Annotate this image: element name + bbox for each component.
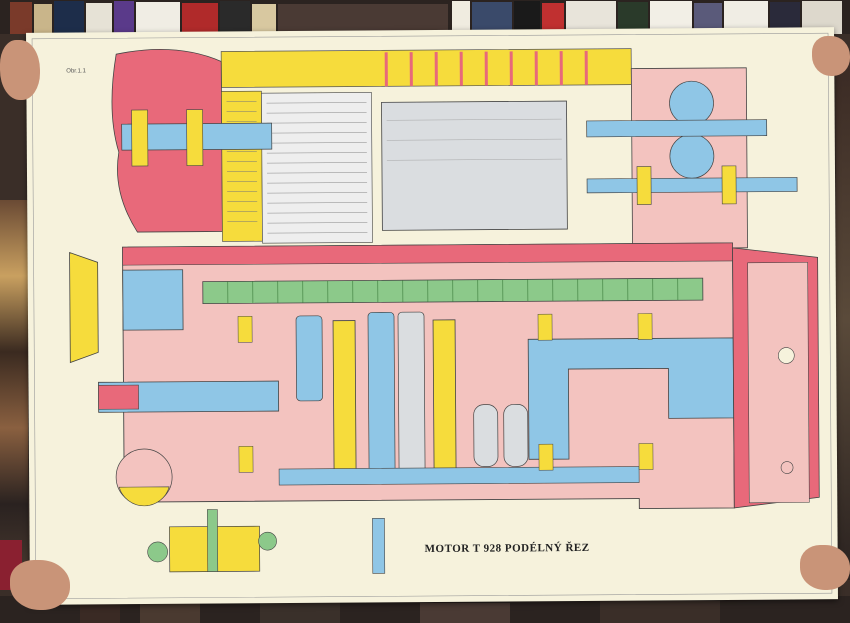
left-hand-top xyxy=(0,40,40,100)
top-manifold xyxy=(220,48,632,88)
figure-number: Obr.1.1 xyxy=(66,68,86,75)
crankshaft-main xyxy=(278,466,640,486)
piston-3 xyxy=(397,311,426,473)
piston-5 xyxy=(503,404,529,467)
rear-gear-lower xyxy=(669,133,715,179)
con-rod-2 xyxy=(432,319,457,471)
output-shaft-mid xyxy=(586,177,798,194)
rear-gear-upper xyxy=(669,80,714,126)
v-belt-pulley xyxy=(69,251,99,364)
bookshelf-left xyxy=(0,200,28,580)
piston-4 xyxy=(473,404,499,467)
front-hub xyxy=(122,269,184,331)
exhaust-pipes xyxy=(384,50,588,87)
cooling-fins xyxy=(221,90,263,242)
crankcase-top-rail xyxy=(122,242,733,266)
poster-title: MOTOR T 928 PODÉLNÝ ŘEZ xyxy=(424,541,590,556)
end-plate xyxy=(747,262,810,504)
piston-2 xyxy=(367,311,396,473)
cylinder-head-fins xyxy=(261,92,373,244)
engine-cutaway-poster: Obr.1.1 MOTOR T 928 PODÉLNÝ ŘEZ xyxy=(26,27,838,605)
injection-pump xyxy=(381,100,568,231)
bookshelf-right xyxy=(836,60,850,580)
right-hand-top xyxy=(812,36,850,76)
right-hand-bottom xyxy=(800,545,850,590)
bookshelf-top xyxy=(0,0,850,34)
piston-1 xyxy=(295,315,323,402)
output-shaft-top xyxy=(586,119,768,138)
engine-section-drawing xyxy=(31,32,833,600)
oil-drain-pipe xyxy=(372,518,386,574)
left-hand-bottom xyxy=(10,560,70,610)
con-rod-1 xyxy=(332,320,357,472)
